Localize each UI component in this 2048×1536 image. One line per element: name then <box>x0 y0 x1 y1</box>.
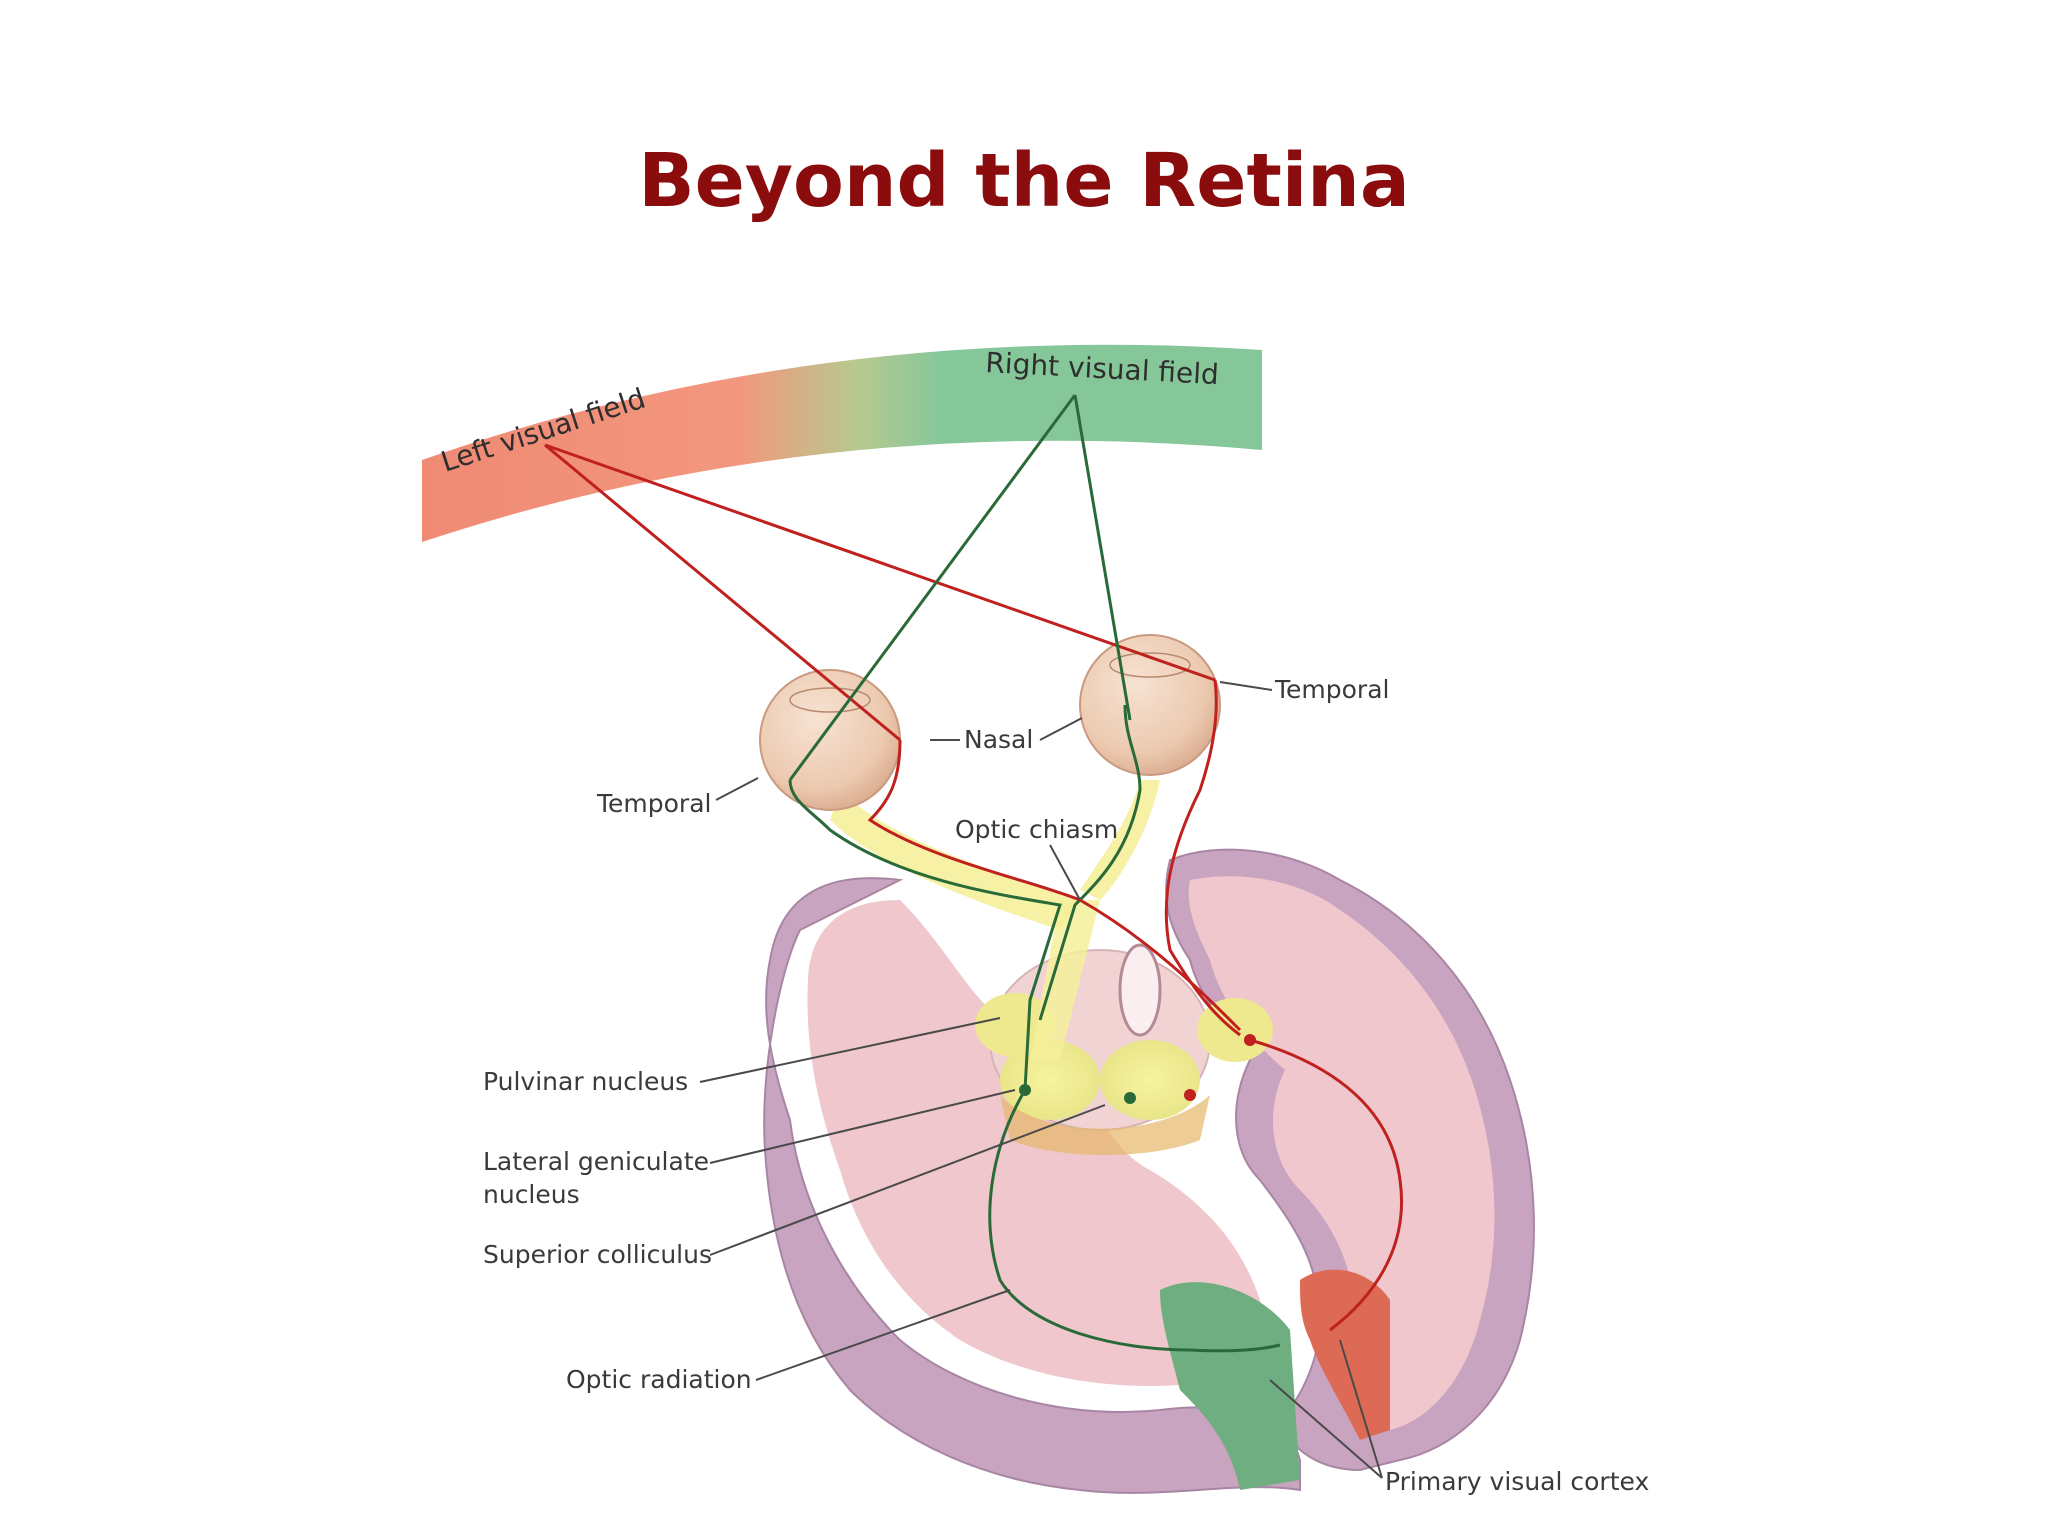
nasal-label: Nasal <box>964 725 1033 754</box>
green-pathway <box>788 704 1281 1353</box>
visual-field-band <box>422 344 1262 542</box>
primary-visual-cortex-label: Primary visual cortex <box>1385 1467 1649 1496</box>
light-rays <box>544 394 1216 781</box>
left-eye <box>759 669 901 811</box>
lateral-geniculate-label-line1: Lateral geniculate <box>483 1147 709 1176</box>
optic-chiasm-label: Optic chiasm <box>955 815 1118 844</box>
temporal-right-label: Temporal <box>1274 675 1389 704</box>
optic-radiation-label: Optic radiation <box>566 1365 752 1394</box>
leader-lines <box>699 681 1383 1479</box>
green-cortex-region <box>1160 1282 1300 1490</box>
optic-tract <box>1030 900 1100 1060</box>
pulvinar-nucleus-label: Pulvinar nucleus <box>483 1067 688 1096</box>
lateral-geniculate-label-line2: nucleus <box>483 1180 580 1209</box>
right-optic-nerve <box>1080 780 1160 900</box>
red-pathway <box>867 679 1403 1332</box>
slide-title: Beyond the Retina <box>638 138 1410 224</box>
superior-colliculus-label: Superior colliculus <box>483 1240 712 1269</box>
temporal-left-label: Temporal <box>596 789 711 818</box>
